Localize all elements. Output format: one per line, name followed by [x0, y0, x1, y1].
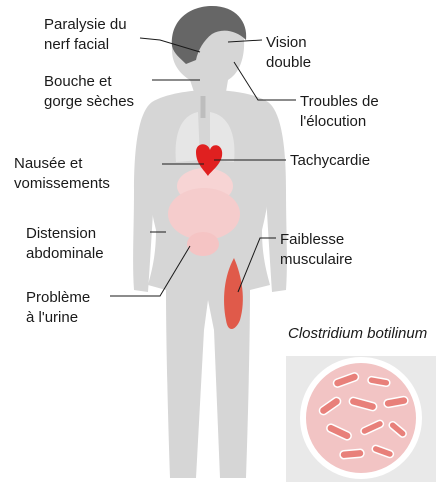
label-speech-troubles: Troubles de l'élocution	[300, 92, 379, 132]
label-facial-paralysis: Paralysie du nerf facial	[44, 15, 127, 55]
label-urine-problem: Problème à l'urine	[26, 288, 90, 328]
label-abdominal-distension: Distension abdominale	[26, 224, 104, 264]
bladder	[187, 232, 219, 256]
label-muscle-weakness: Faiblesse musculaire	[280, 230, 353, 270]
bacteria-title: Clostridium botilinum	[288, 325, 427, 342]
label-nausea: Nausée et vomissements	[14, 154, 110, 194]
left-arm	[133, 102, 154, 292]
label-double-vision: Vision double	[266, 33, 311, 73]
label-dry-mouth: Bouche et gorge sèches	[44, 72, 134, 112]
petri-inset	[286, 356, 436, 482]
petri-dish	[303, 360, 419, 476]
label-tachycardia: Tachycardie	[290, 151, 370, 171]
